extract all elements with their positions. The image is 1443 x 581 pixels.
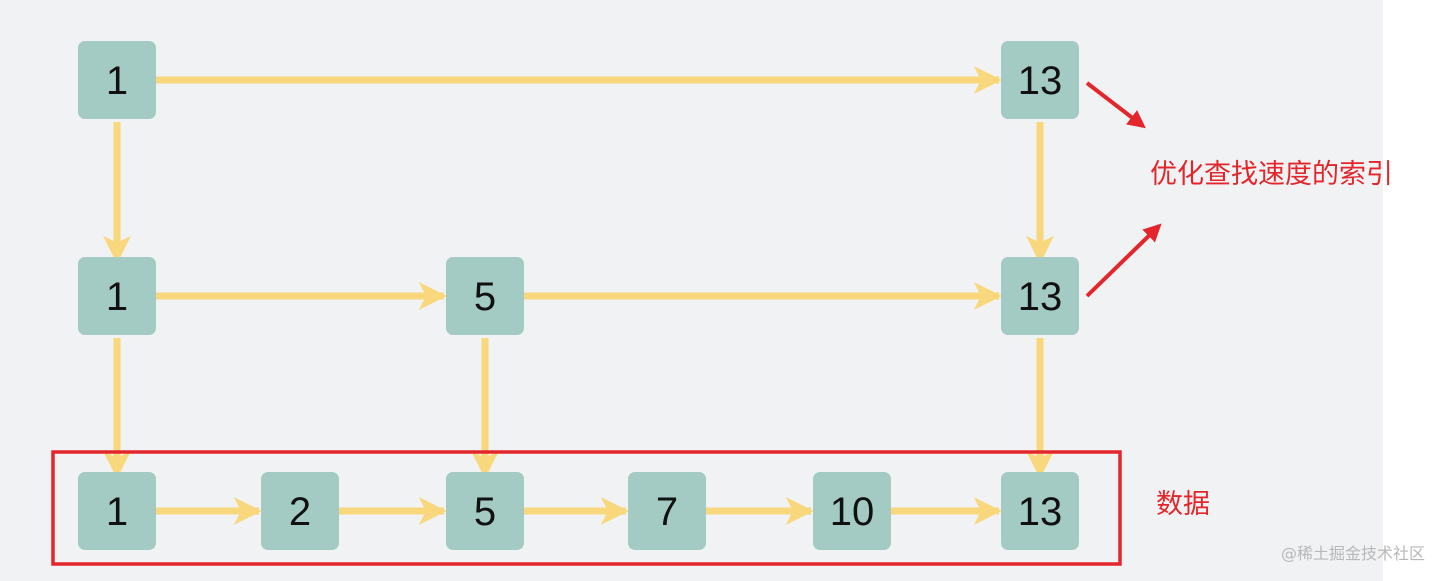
node-level-3-10: 10 xyxy=(813,472,891,550)
skip-list-nodes: 1 13 1 5 13 1 2 5 7 10 13 xyxy=(78,41,1079,550)
node-value: 7 xyxy=(656,490,678,534)
node-box xyxy=(78,257,156,335)
node-box xyxy=(1001,41,1079,119)
node-box xyxy=(446,257,524,335)
node-level-3-1: 1 xyxy=(78,472,156,550)
node-value: 10 xyxy=(830,490,875,534)
node-level-3-2: 2 xyxy=(261,472,339,550)
node-value: 1 xyxy=(106,490,128,534)
data-level-highlight-box xyxy=(51,450,1122,566)
node-value: 1 xyxy=(106,275,128,319)
pointer-arrows xyxy=(103,66,1054,525)
node-level-2-5: 5 xyxy=(446,257,524,335)
node-value: 13 xyxy=(1018,490,1063,534)
node-level-2-13: 13 xyxy=(1001,257,1079,335)
node-level-3-13: 13 xyxy=(1001,472,1079,550)
data-annotation-label: 数据 xyxy=(1156,489,1210,520)
node-box xyxy=(1001,257,1079,335)
node-box xyxy=(78,472,156,550)
node-level-1-13: 13 xyxy=(1001,41,1079,119)
node-box xyxy=(78,41,156,119)
node-level-2-1: 1 xyxy=(78,257,156,335)
watermark: @稀土掘金技术社区 xyxy=(1281,544,1425,563)
node-value: 5 xyxy=(474,275,496,319)
node-value: 1 xyxy=(106,59,128,103)
index-arrow-lower xyxy=(1085,223,1162,298)
node-value: 2 xyxy=(289,490,311,534)
index-arrow-upper xyxy=(1085,81,1146,129)
node-box xyxy=(261,472,339,550)
index-annotation-label: 优化查找速度的索引 xyxy=(1150,159,1393,190)
node-level-3-5: 5 xyxy=(446,472,524,550)
node-box xyxy=(813,472,891,550)
node-box xyxy=(446,472,524,550)
node-level-1-1: 1 xyxy=(78,41,156,119)
node-value: 13 xyxy=(1018,275,1063,319)
node-value: 13 xyxy=(1018,59,1063,103)
node-level-3-7: 7 xyxy=(628,472,706,550)
node-value: 5 xyxy=(474,490,496,534)
node-box xyxy=(1001,472,1079,550)
node-box xyxy=(628,472,706,550)
